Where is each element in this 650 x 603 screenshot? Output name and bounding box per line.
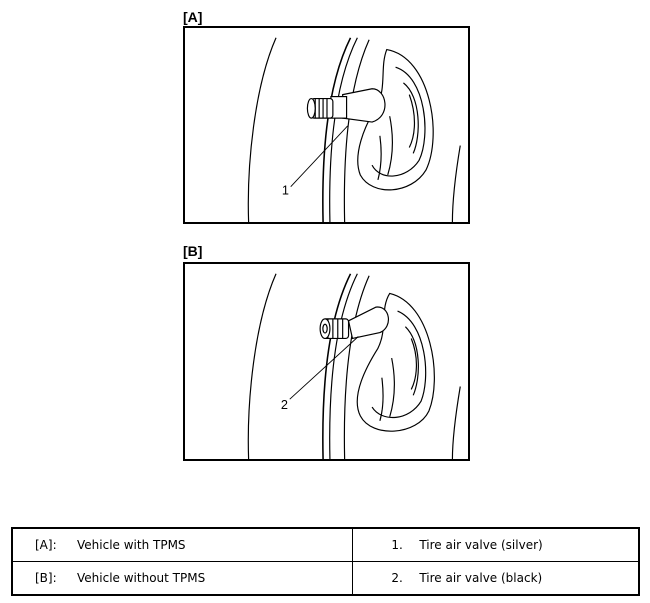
legend-text: Vehicle with TPMS (77, 538, 186, 552)
panel-b-diagram: 2 (183, 262, 470, 461)
legend-text: Vehicle without TPMS (77, 571, 206, 585)
tire-valve-illustration-a: 1 (247, 37, 461, 222)
legend-code-cell: [B]: Vehicle without TPMS (11, 561, 354, 596)
legend-num: 1. (391, 538, 403, 552)
legend-code-cell: [A]: Vehicle with TPMS (11, 527, 354, 562)
legend-item: Tire air valve (black) (419, 571, 543, 585)
callout-1: 1 (282, 183, 289, 198)
tire-valve-illustration-b: 2 (247, 273, 461, 459)
legend-num: 2. (391, 571, 403, 585)
callout-2: 2 (281, 397, 288, 412)
panel-b-label: [B] (183, 243, 203, 259)
table-row: [A]: Vehicle with TPMS 1. Tire air valve (… (11, 527, 640, 562)
legend-code: [A]: (35, 538, 57, 552)
legend-item: Tire air valve (silver) (419, 538, 543, 552)
panel-a-diagram: 1 (183, 26, 470, 224)
legend-item-cell: 2. Tire air valve (black) (352, 561, 640, 596)
table-row: [B]: Vehicle without TPMS 2. Tire air valv… (11, 561, 640, 596)
legend-code: [B]: (35, 571, 57, 585)
legend-table: [A]: Vehicle with TPMS 1. Tire air valve (… (11, 527, 640, 596)
legend-item-cell: 1. Tire air valve (silver) (352, 527, 640, 562)
panel-a-label: [A] (183, 9, 203, 25)
